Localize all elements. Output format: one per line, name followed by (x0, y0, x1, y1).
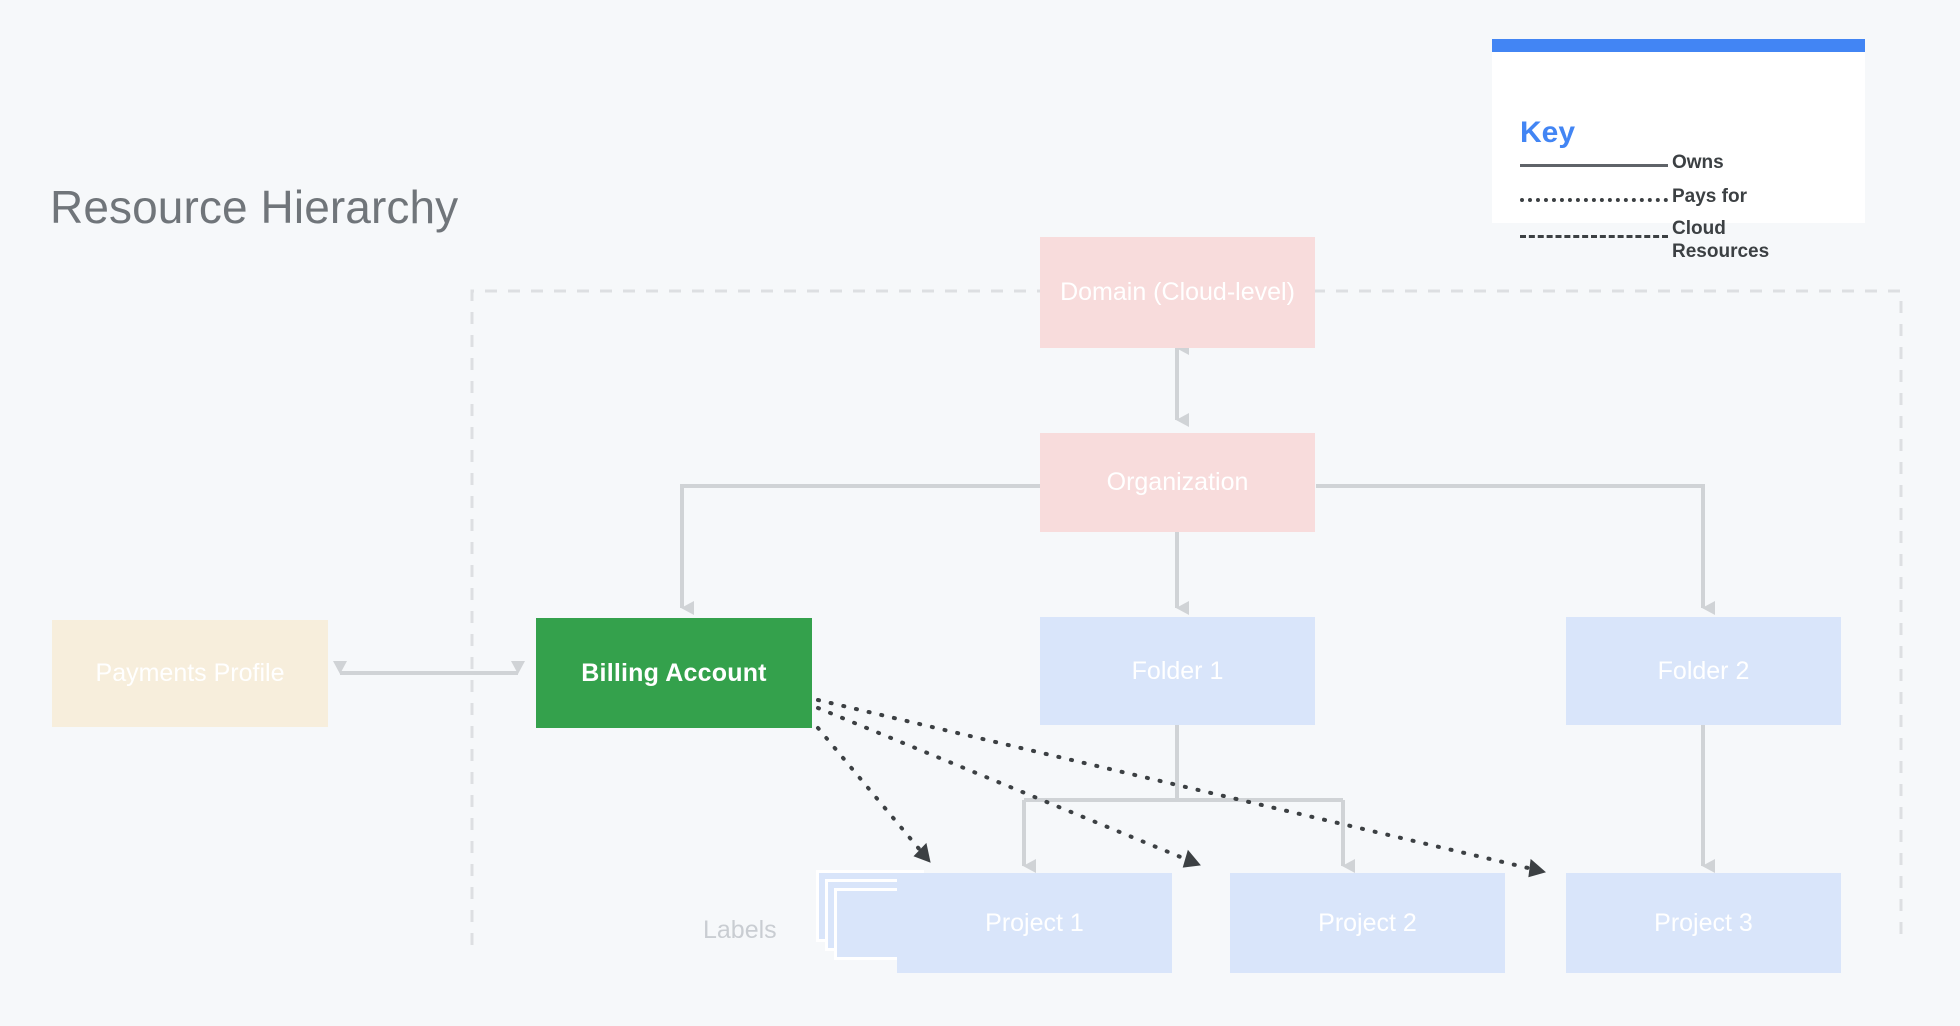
node-project2[interactable]: Project 2 (1230, 873, 1505, 973)
node-billing-account-label: Billing Account (581, 658, 767, 687)
key-accent-bar (1492, 39, 1865, 52)
node-folder2-label: Folder 2 (1657, 656, 1750, 685)
node-folder1[interactable]: Folder 1 (1040, 617, 1315, 725)
labels-caption: Labels (703, 916, 777, 945)
node-domain-label: Domain (Cloud-level) (1060, 278, 1295, 307)
key-label-owns: Owns (1672, 152, 1724, 173)
edge-billing-project3 (816, 698, 1547, 878)
page-title: Resource Hierarchy (50, 181, 459, 233)
key-title: Key (1520, 116, 1576, 149)
node-payments-profile[interactable]: Payments Profile (52, 620, 328, 727)
node-project3-label: Project 3 (1654, 908, 1753, 937)
solid-line-icon (1520, 164, 1668, 167)
node-folder1-label: Folder 1 (1131, 656, 1224, 685)
node-organization[interactable]: Organization (1040, 433, 1315, 532)
node-project3[interactable]: Project 3 (1566, 873, 1841, 973)
node-billing-account[interactable]: Billing Account (536, 618, 812, 728)
node-payments-profile-label: Payments Profile (95, 659, 285, 688)
edge-billing-project1 (816, 726, 932, 864)
key-legend-card: Key Owns Pays for Cloud Resources (1492, 39, 1865, 262)
node-project1[interactable]: Project 1 (897, 873, 1172, 973)
key-label-cloud-resources: Cloud Resources (1672, 218, 1770, 263)
key-label-pays-for: Pays for (1672, 186, 1747, 207)
node-project2-label: Project 2 (1318, 908, 1417, 937)
labels-caption-text: Labels (703, 916, 777, 944)
edge-billing-project2 (816, 706, 1202, 868)
dotted-line-icon (1520, 198, 1668, 202)
node-project1-label: Project 1 (985, 908, 1084, 937)
node-folder2[interactable]: Folder 2 (1566, 617, 1841, 725)
edge-organization-folder2 (1316, 484, 1715, 615)
edge-folder1-split (1024, 725, 1343, 802)
node-domain[interactable]: Domain (Cloud-level) (1040, 237, 1315, 348)
dashed-line-icon (1520, 235, 1668, 238)
edge-organization-billing-account (680, 484, 1040, 615)
node-organization-label: Organization (1106, 468, 1249, 497)
